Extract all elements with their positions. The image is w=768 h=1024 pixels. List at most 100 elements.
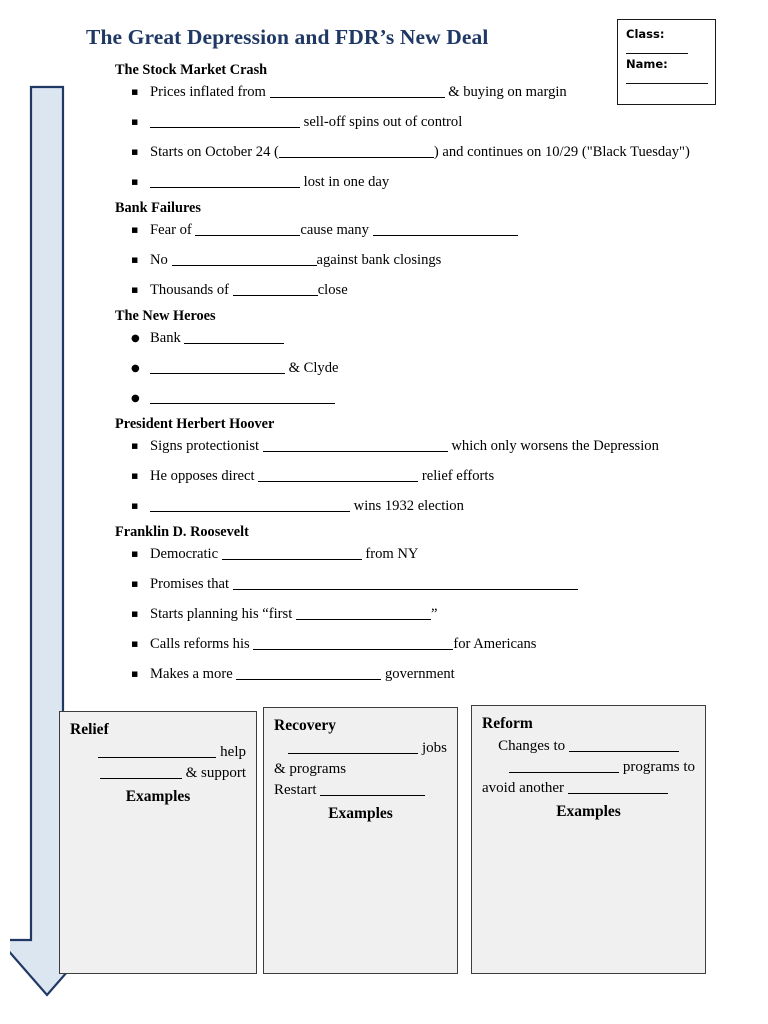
fill-in-blank[interactable] <box>99 765 182 779</box>
section-heading: Bank Failures <box>115 200 201 216</box>
fill-in-blank[interactable] <box>184 330 285 344</box>
fill-in-blank[interactable] <box>269 84 445 98</box>
bullet-text-pre: Fear of <box>150 222 196 238</box>
bullet-text-pre: Starts on October 24 ( <box>150 144 279 160</box>
fill-in-blank[interactable] <box>150 174 300 188</box>
bullet-text-pre: He opposes direct <box>150 468 259 484</box>
section-bullet-list: Democratic from NYPromises that Starts p… <box>115 545 727 683</box>
section-bullet-list: Prices inflated from & buying on margin … <box>115 83 727 191</box>
bullet-text-post: from NY <box>361 546 419 562</box>
bullet-item: & Clyde <box>115 360 727 377</box>
box-line: help <box>70 743 246 762</box>
bullet-item: lost in one day <box>115 173 727 191</box>
fill-in-blank[interactable] <box>262 438 448 452</box>
fill-in-blank[interactable] <box>278 144 434 158</box>
bullet-text-post: lost in one day <box>300 174 390 190</box>
fill-in-blank[interactable] <box>150 360 285 374</box>
box-line: & support <box>70 764 246 783</box>
box-examples-label: Examples <box>125 788 191 805</box>
class-label: Class: <box>626 27 665 41</box>
section-heading: Franklin D. Roosevelt <box>115 524 249 540</box>
bullet-text-pre: Promises that <box>150 576 233 592</box>
bullet-item: Starts on October 24 ( ) and continues on… <box>115 143 727 161</box>
bullet-item: sell-off spins out of control <box>115 113 727 131</box>
bullet-item: Makes a more government <box>115 665 727 683</box>
bullet-text-post: & buying on margin <box>444 84 567 100</box>
class-name-box: Class: Name: <box>617 19 716 105</box>
bullet-item <box>115 390 727 407</box>
bullet-text-post: government <box>381 666 455 682</box>
fill-in-blank[interactable] <box>372 222 518 236</box>
section-bullet-list: Signs protectionist which only worsens t… <box>115 437 727 515</box>
section-bullet-list: Fear of cause many No against bank closi… <box>115 221 727 299</box>
fill-in-blank[interactable] <box>258 468 419 482</box>
bullet-text-post: wins 1932 election <box>350 498 464 514</box>
box-title: Relief <box>70 721 109 738</box>
fill-in-blank[interactable] <box>567 780 668 794</box>
box-line: avoid another <box>482 779 695 798</box>
box-text-pre: avoid another <box>482 780 568 796</box>
bullet-item: He opposes direct relief efforts <box>115 467 727 485</box>
bullet-item: Calls reforms his for Americans <box>115 635 727 653</box>
bullet-text-post: relief efforts <box>418 468 495 484</box>
fill-in-blank[interactable] <box>150 498 350 512</box>
bullet-text-pre: Prices inflated from <box>150 84 270 100</box>
bullet-item: Thousands of close <box>115 281 727 299</box>
box-line: & programs <box>274 760 447 779</box>
bullet-text-post: sell-off spins out of control <box>300 114 463 130</box>
fill-in-blank[interactable] <box>195 222 301 236</box>
box-text-post: programs to <box>619 759 695 775</box>
box-text-pre: & programs <box>274 761 347 777</box>
fill-in-blank[interactable] <box>568 738 679 752</box>
box-examples-label: Examples <box>556 803 621 820</box>
bullet-item: No against bank closings <box>115 251 727 269</box>
name-label: Name: <box>626 57 668 71</box>
bullet-text-post: for Americans <box>453 636 537 652</box>
bullet-text-post: ” <box>430 606 438 622</box>
bullet-item: Fear of cause many <box>115 221 727 239</box>
fill-in-blank[interactable] <box>253 636 454 650</box>
fill-in-blank[interactable] <box>232 282 318 296</box>
box-text-post: & support <box>181 765 246 781</box>
fill-in-blank[interactable] <box>509 759 620 773</box>
fill-in-blank[interactable] <box>150 390 335 404</box>
bullet-text-pre: Makes a more <box>150 666 237 682</box>
fill-in-blank[interactable] <box>236 666 382 680</box>
page-title: The Great Depression and FDR’s New Deal <box>86 25 489 49</box>
bullet-text-post: close <box>317 282 348 298</box>
fill-in-blank[interactable] <box>150 114 300 128</box>
box-examples-label: Examples <box>328 805 393 822</box>
box-title: Recovery <box>274 717 336 734</box>
bullet-text-pre: Starts planning his “first <box>150 606 296 622</box>
worksheet-outline: The Stock Market CrashPrices inflated fr… <box>115 62 727 691</box>
bullet-text-post: & Clyde <box>285 360 339 376</box>
fill-in-blank[interactable] <box>98 744 217 758</box>
fill-in-blank[interactable] <box>295 606 431 620</box>
box-title: Reform <box>482 715 533 732</box>
bullet-item: wins 1932 election <box>115 497 727 515</box>
fill-in-blank[interactable] <box>288 740 419 754</box>
fill-in-blank[interactable] <box>320 782 426 796</box>
bullet-item: Promises that <box>115 575 727 593</box>
fill-in-blank[interactable] <box>232 576 578 590</box>
bullet-item: Bank <box>115 330 727 347</box>
class-write-line[interactable] <box>626 43 688 54</box>
box-line: programs to <box>482 758 695 777</box>
section-heading: The New Heroes <box>115 308 216 324</box>
bullet-item: Starts planning his “first ” <box>115 605 727 623</box>
bullet-text-pre: Signs protectionist <box>150 438 263 454</box>
box-line: Changes to <box>482 737 695 756</box>
box-text-post: jobs <box>418 740 447 756</box>
fill-in-blank[interactable] <box>221 546 362 560</box>
section-heading: The Stock Market Crash <box>115 62 268 78</box>
fill-in-blank[interactable] <box>171 252 317 266</box>
bullet-text-pre: Calls reforms his <box>150 636 254 652</box>
box-text-pre: Restart <box>274 782 321 798</box>
bullet-text-post: ) and continues on 10/29 ("Black Tuesday… <box>433 144 690 160</box>
bullet-item: Signs protectionist which only worsens t… <box>115 437 727 455</box>
box-line: jobs <box>274 739 447 758</box>
bullet-item: Prices inflated from & buying on margin <box>115 83 727 101</box>
